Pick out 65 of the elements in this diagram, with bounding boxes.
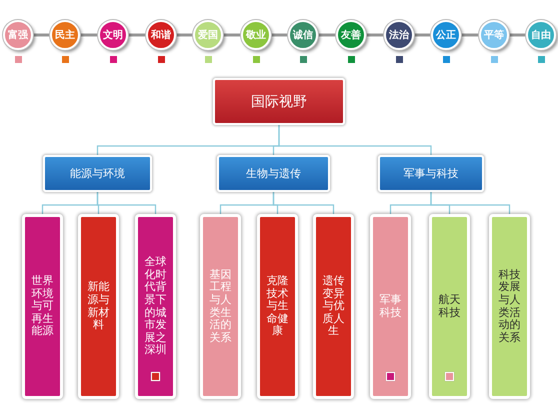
connector-line [461,34,479,36]
topic-label: 世界环境与可再生能源 [30,274,54,338]
topic-label: 克隆技术与生命健康 [266,274,290,338]
topic-label: 航天科技 [438,294,462,320]
connector-line [509,34,526,36]
connector-line [176,34,193,36]
topic-label: 新能源与新材料 [86,281,110,332]
connector-line [128,34,146,36]
root-box [213,78,345,125]
value-circle [50,20,80,50]
tree-connector [272,192,334,214]
category-box [378,155,484,192]
category-label: 军事与科技 [404,166,458,181]
value-circle [241,20,271,50]
value-label: 自由 [531,28,551,42]
value-circle [479,20,509,50]
value-label: 友善 [341,28,361,42]
tree-connector [430,192,510,214]
category-label: 生物与遗传 [246,166,301,181]
topic-box [489,214,530,399]
topic-box [78,214,119,399]
connector-line [414,34,431,36]
connector-line [271,34,288,36]
category-box [217,155,330,192]
topic-label: 科技发展与人类活动的关系 [498,268,522,344]
value-circle [336,20,366,50]
value-label: 和谐 [151,28,171,42]
topic-label: 基因工程与人类生活的关系 [208,268,232,344]
topic-box [22,214,63,399]
topic-box [257,214,298,399]
value-circle [526,20,556,50]
category-label: 能源与环境 [70,166,125,181]
topic-label: 遗传变异与优质人生 [322,274,346,338]
value-label: 富强 [8,28,28,42]
value-circle [384,20,414,50]
category-box [43,155,152,192]
root-label: 国际视野 [251,92,307,110]
topic-box [200,214,241,399]
connector-line [80,34,98,36]
value-circle [98,20,128,50]
topic-label: 军事科技 [378,294,402,320]
value-label: 诚信 [293,28,313,42]
value-circle [431,20,461,50]
topic-box [135,214,176,399]
topic-label: 全球化时代背景下的城市发展之深圳 [144,256,168,358]
value-label: 公正 [436,28,456,42]
connector-line [318,34,336,36]
connector-line [223,34,241,36]
value-label: 文明 [103,28,123,42]
tree-connector [278,125,432,155]
topic-box [370,214,411,399]
value-circle [193,20,223,50]
value-label: 敬业 [246,28,266,42]
value-label: 爱国 [198,28,218,42]
value-label: 平等 [484,28,504,42]
topic-box [313,214,354,399]
tree-connector [96,192,156,214]
connector-line [366,34,384,36]
value-circle [3,20,33,50]
topic-box [429,214,470,399]
connector-line [33,34,50,36]
value-label: 民主 [55,28,75,42]
value-label: 法治 [389,28,409,42]
value-circle [146,20,176,50]
value-circle [288,20,318,50]
